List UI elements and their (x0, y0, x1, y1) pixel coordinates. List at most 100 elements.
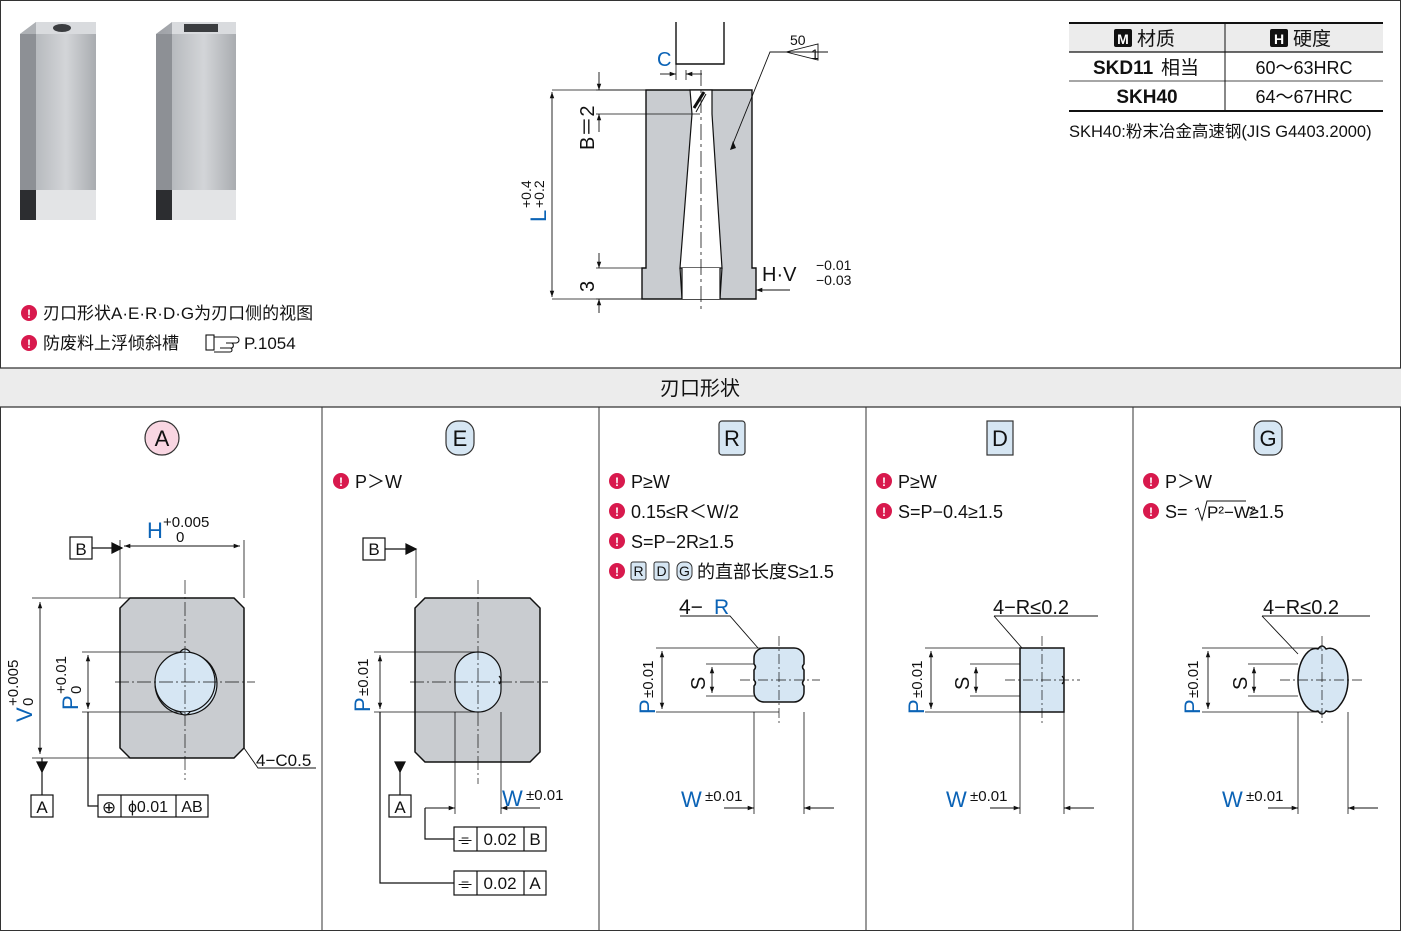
shape-r-note: 的直部长度S≥1.5 (697, 562, 834, 582)
svg-text:!: ! (882, 475, 886, 489)
shape-a-p-label: P +0.01 0 (53, 656, 85, 710)
b-dim-label: B＝2 (577, 106, 599, 150)
svg-text:!: ! (882, 505, 886, 519)
mini-badge-d: D (653, 561, 670, 581)
mini-badge-g: G (676, 561, 693, 581)
shape-d-panel: D ! P≥W ! S=P−0.4≥1.5 4−R≤0.2 P ±0.01 S … (876, 420, 1098, 814)
svg-text:!: ! (615, 535, 619, 549)
top-note-text: 刃口形状A·E·R·D·G为刃口侧的视图 (43, 304, 313, 323)
svg-text:!: ! (615, 475, 619, 489)
product-photo-square (156, 22, 236, 220)
fcf-datum: AB (181, 799, 202, 816)
svg-text:≥1.5: ≥1.5 (1249, 502, 1284, 522)
svg-text:!: ! (27, 307, 31, 321)
warning-icon: ! (609, 473, 625, 489)
shape-r-note: P≥W (631, 472, 670, 492)
svg-text:+0.005: +0.005 (163, 514, 209, 531)
svg-text:!: ! (1149, 505, 1153, 519)
svg-text:±0.01: ±0.01 (1185, 661, 1202, 698)
shape-r-note: 0.15≤R＜W/2 (631, 502, 739, 522)
datum-b: B (75, 540, 86, 559)
shape-r-w-label: W (681, 787, 702, 812)
svg-text:L: L (526, 210, 551, 222)
shape-e-panel: E ! P＞W (333, 420, 563, 896)
svg-text:H: H (1274, 31, 1284, 47)
top-note-1: ! 刃口形状A·E·R·D·G为刃口侧的视图 (21, 304, 313, 323)
top-note-2: ! 防废料上浮倾斜槽 P.1054 (21, 334, 296, 353)
shape-r-note: S=P−2R≥1.5 (631, 532, 734, 552)
hv-dim-label: H·V −0.01 −0.03 (762, 257, 852, 288)
shape-r-p-label: P ±0.01 (635, 661, 660, 714)
svg-text:!: ! (1149, 475, 1153, 489)
warning-icon: ! (21, 335, 37, 351)
hardness-cell: 64～67HRC (1255, 87, 1352, 107)
c-dim-label: C (657, 49, 671, 71)
svg-text:E: E (453, 426, 468, 451)
svg-text:P²−W²: P²−W² (1207, 503, 1256, 522)
svg-text:+0.01: +0.01 (53, 656, 70, 694)
r-label: R (714, 596, 729, 619)
shape-d-w-tol: ±0.01 (970, 788, 1007, 805)
section-header-bar (0, 368, 1401, 407)
shape-e-badge: E (445, 420, 475, 456)
page-ref: P.1054 (244, 334, 296, 353)
svg-text:P: P (58, 695, 83, 710)
shape-d-s-label: S (952, 677, 974, 690)
symmetry-symbol-icon: ⌯ (458, 874, 472, 893)
shape-g-note: P＞W (1165, 472, 1212, 492)
product-photo-round (20, 22, 96, 220)
shape-a-badge: A (144, 420, 180, 456)
datum-a: A (36, 798, 48, 817)
shape-d-note: S=P−0.4≥1.5 (898, 502, 1003, 522)
shape-e-note: P＞W (355, 472, 402, 492)
shape-d-note: P≥W (898, 472, 937, 492)
hardness-cell: 60～63HRC (1255, 58, 1352, 78)
section-title: 刃口形状 (660, 377, 740, 400)
warning-icon: ! (876, 503, 892, 519)
shape-a-panel: A (5, 420, 316, 818)
svg-text:!: ! (615, 565, 619, 579)
material-suffix: 相当 (1161, 57, 1199, 79)
svg-text:D: D (656, 563, 666, 579)
shape-d-badge: D (986, 420, 1014, 456)
shape-g-w-tol: ±0.01 (1246, 788, 1283, 805)
svg-text:±0.01: ±0.01 (909, 661, 926, 698)
g-formula: S= P²−W² ≥1.5 (1165, 500, 1284, 522)
angle-bottom-label: 1 (811, 46, 819, 62)
svg-text:!: ! (615, 505, 619, 519)
svg-text:R: R (724, 426, 740, 451)
svg-text:0: 0 (68, 686, 85, 694)
warning-icon: ! (1143, 473, 1159, 489)
warning-icon: ! (1143, 503, 1159, 519)
angle-top-label: 50 (790, 32, 806, 48)
shape-g-w-label: W (1222, 787, 1243, 812)
svg-text:M: M (1117, 31, 1129, 47)
fcf-value: 0.02 (483, 830, 516, 849)
shape-e-w-label: W (502, 786, 523, 811)
warning-icon: ! (609, 533, 625, 549)
hardness-header: 硬度 (1293, 28, 1331, 50)
material-cell: SKH40 (1116, 87, 1177, 108)
position-symbol-icon: ⊕ (102, 798, 116, 817)
datum-b: B (368, 540, 379, 559)
shape-g-badge: G (1253, 420, 1283, 456)
d-r-label: 4−R≤0.2 (993, 597, 1069, 619)
svg-text:+0.4: +0.4 (518, 180, 534, 208)
warning-icon: ! (333, 473, 349, 489)
shape-r-s-label: S (688, 677, 710, 690)
material-table: M 材质 H 硬度 SKD11 相当 60～63HRC SKH40 64～67H… (1069, 22, 1383, 141)
svg-text:V: V (12, 707, 37, 722)
hardness-badge-icon: H (1270, 29, 1288, 47)
svg-text:0: 0 (176, 529, 184, 546)
symmetry-symbol-icon: ⌯ (458, 830, 472, 849)
shape-r-panel: R ! P≥W ! 0.15≤R＜W/2 ! S=P−2R≥1.5 ! R D … (609, 420, 834, 814)
svg-text:S=: S= (1165, 502, 1188, 522)
svg-text:P: P (1180, 699, 1205, 714)
fcf-value: ϕ0.01 (128, 799, 168, 816)
fcf-datum: B (529, 830, 540, 849)
shape-g-p-label: P ±0.01 (1180, 661, 1205, 714)
svg-text:P: P (350, 697, 375, 712)
svg-text:+0.2: +0.2 (531, 180, 547, 208)
r-label-prefix: 4− (679, 596, 703, 619)
